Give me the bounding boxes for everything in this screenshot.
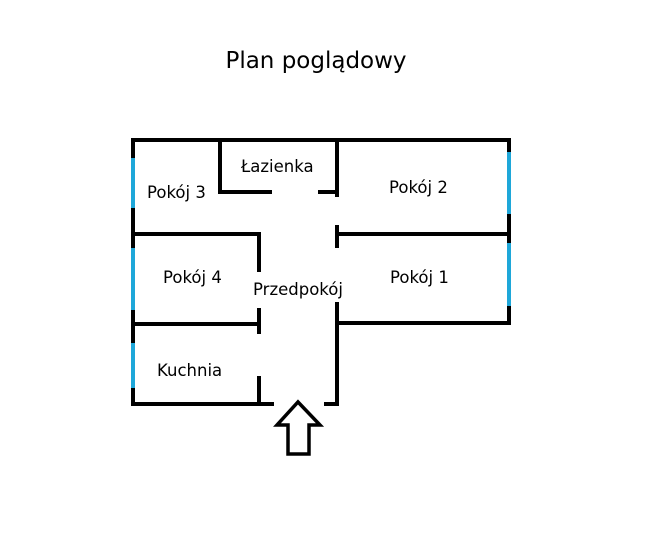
room-label-pokoj2: Pokój 2 — [389, 178, 448, 197]
room-label-pokoj3: Pokój 3 — [147, 183, 206, 202]
entrance-arrow-icon — [273, 399, 325, 456]
room-label-przedpokoj: Przedpokój — [253, 280, 343, 299]
room-label-kuchnia: Kuchnia — [157, 361, 222, 380]
room-label-pokoj4: Pokój 4 — [163, 268, 222, 287]
windows — [131, 152, 511, 388]
room-label-lazienka: Łazienka — [240, 157, 314, 176]
room-label-pokoj1: Pokój 1 — [390, 268, 449, 287]
plan-title: Plan poglądowy — [225, 48, 407, 74]
